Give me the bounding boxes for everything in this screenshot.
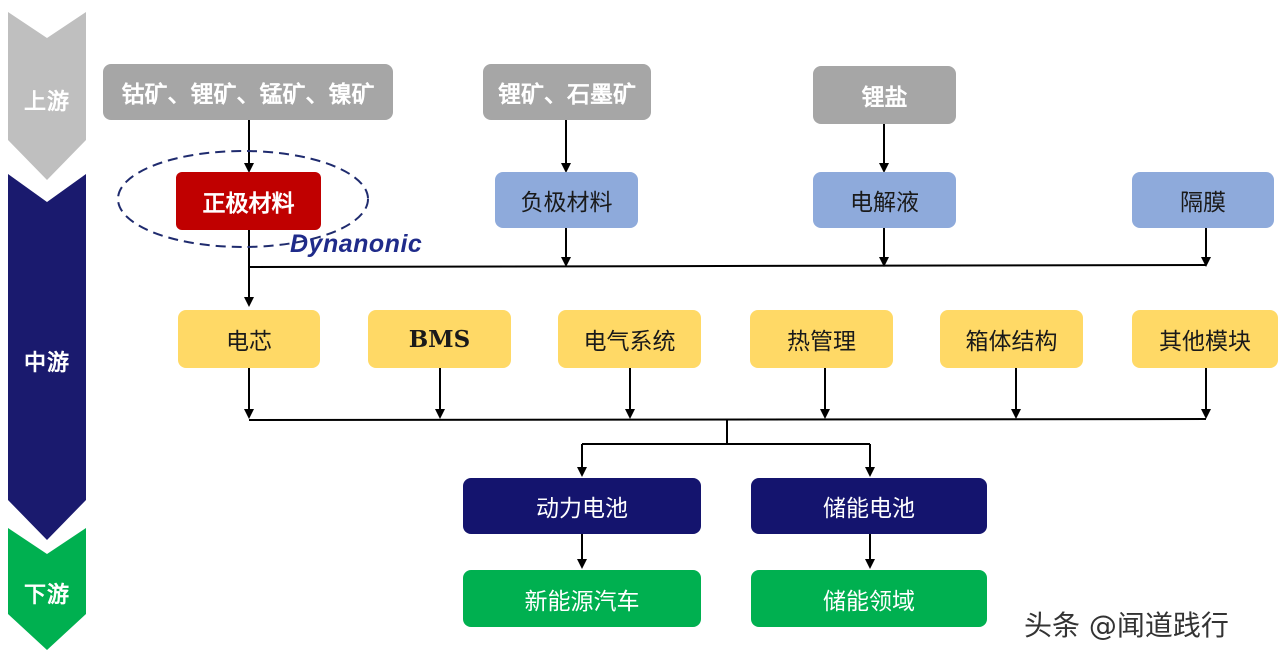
upstream-anode-ores-box: 锂矿、石墨矿 [483, 64, 651, 120]
ev-application-box: 新能源汽车 [463, 570, 701, 627]
upstream-cathode-ores-box: 钴矿、锂矿、锰矿、镍矿 [103, 64, 393, 120]
component-enclosure-structure: 箱体结构 [940, 310, 1083, 368]
downstream-stage-label: 下游 [23, 583, 70, 608]
storage-battery-box: 储能电池 [751, 478, 987, 534]
electrolyte-box: 电解液 [813, 172, 956, 228]
dynanonic-brand-label: Dynanonic [290, 230, 423, 258]
midstream-stage-arrow [8, 174, 86, 540]
separator-box: 隔膜 [1132, 172, 1274, 228]
upstream-lithium-salt-box: 锂盐 [813, 66, 956, 124]
downstream-stage-arrow [8, 528, 86, 650]
cathode-highlight-ellipse [117, 150, 369, 248]
power-battery-box: 动力电池 [463, 478, 701, 534]
cathode-material-box: 正极材料 [176, 172, 321, 230]
upstream-stage-label: 上游 [23, 90, 70, 115]
component-other-modules: 其他模块 [1132, 310, 1278, 368]
component-cell: 电芯 [178, 310, 320, 368]
component-thermal-management: 热管理 [750, 310, 893, 368]
midstream-stage-label: 中游 [23, 351, 70, 376]
upstream-stage-arrow [8, 12, 86, 180]
source-watermark: 头条 @闻道践行 [1024, 609, 1229, 642]
component-bms: BMS [368, 310, 511, 368]
component-electrical-system: 电气系统 [558, 310, 701, 368]
anode-material-box: 负极材料 [495, 172, 638, 228]
storage-application-box: 储能领域 [751, 570, 987, 627]
